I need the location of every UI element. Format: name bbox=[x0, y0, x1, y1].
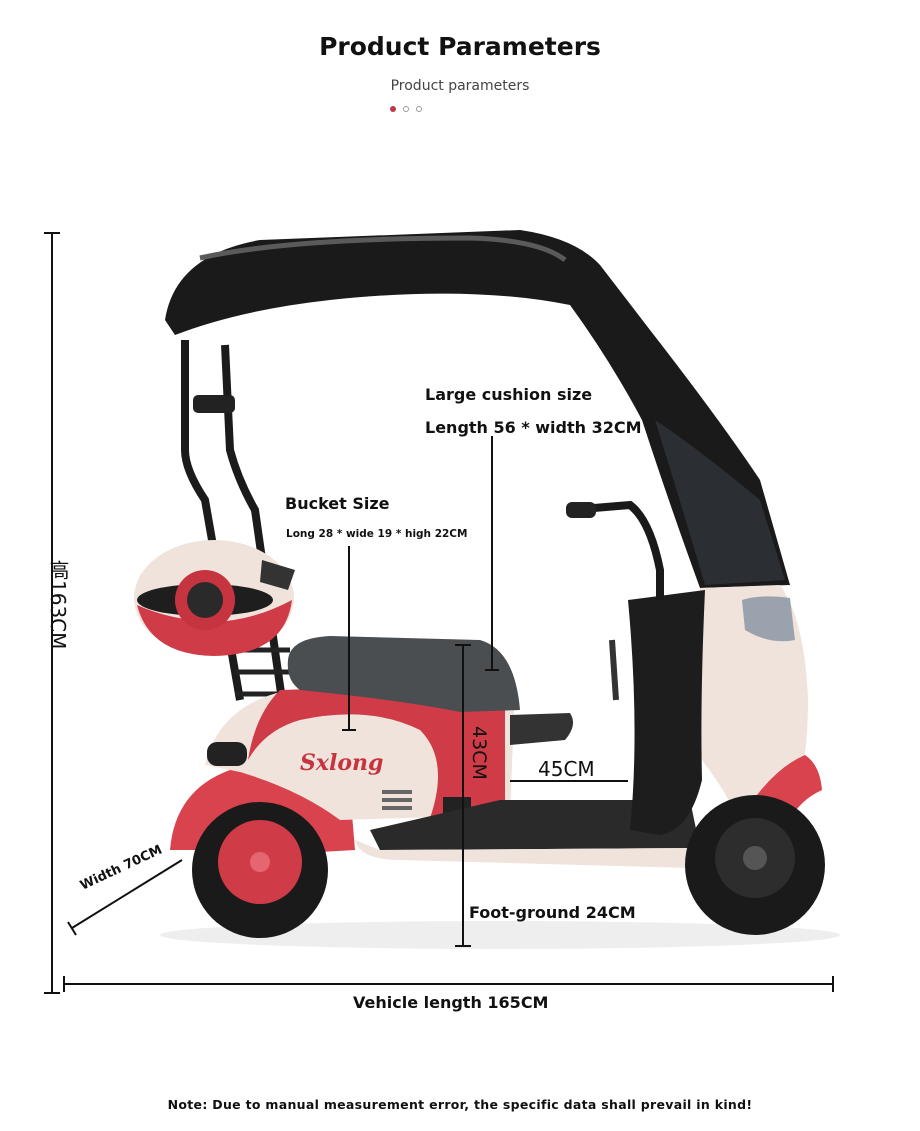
pagination-dots bbox=[388, 106, 428, 116]
height-dimension bbox=[44, 232, 60, 994]
rear-frame-inner bbox=[221, 344, 286, 701]
cushion-leader bbox=[485, 436, 499, 671]
length-dimension bbox=[63, 976, 834, 992]
rear-frame bbox=[181, 340, 244, 701]
frame-pad bbox=[193, 395, 235, 413]
canopy-roof bbox=[165, 230, 790, 588]
floorboard bbox=[370, 800, 700, 850]
handle-grip bbox=[566, 502, 596, 518]
dot-active bbox=[390, 106, 396, 112]
front-hub bbox=[743, 846, 767, 870]
tail-light bbox=[207, 742, 247, 766]
headlight bbox=[742, 596, 795, 642]
front-leg-shield bbox=[628, 590, 705, 835]
width-dimension bbox=[67, 859, 183, 936]
vent bbox=[382, 790, 412, 794]
seat bbox=[287, 636, 520, 712]
bucket-leader bbox=[342, 546, 356, 731]
canopy-highlight bbox=[199, 235, 567, 263]
keychain bbox=[609, 639, 619, 701]
bucket-emblem-inner bbox=[187, 582, 223, 618]
measurement-note: Note: Due to manual measurement error, t… bbox=[167, 1097, 753, 1112]
floor-trim bbox=[355, 840, 700, 868]
seat-back bbox=[510, 713, 574, 745]
seat-height-dimension bbox=[455, 644, 471, 947]
rear-hub bbox=[250, 852, 270, 872]
page-subtitle: Product parameters bbox=[390, 78, 530, 94]
seat-height-label: 43CM bbox=[468, 726, 490, 780]
bucket-size: Long 28 * wide 19 * high 22CM bbox=[286, 528, 468, 540]
height-label: 高163CM bbox=[46, 560, 70, 650]
ground-shadow bbox=[160, 921, 840, 949]
page-title: Product Parameters bbox=[319, 32, 601, 61]
dot bbox=[403, 106, 409, 112]
cushion-title: Large cushion size bbox=[425, 385, 593, 404]
brand-logo: Sxlong bbox=[300, 750, 383, 776]
vent bbox=[382, 798, 412, 802]
rear-body-red bbox=[248, 685, 505, 818]
cushion-size: Length 56 * width 32CM bbox=[425, 418, 642, 437]
windshield bbox=[655, 420, 785, 585]
bucket-lid-edge bbox=[260, 560, 295, 590]
seat-to-pedal-label: 45CM bbox=[538, 757, 595, 781]
vehicle-length-label: Vehicle length 165CM bbox=[353, 993, 549, 1012]
vent bbox=[382, 806, 412, 810]
bucket-title: Bucket Size bbox=[285, 494, 390, 513]
front-body bbox=[695, 585, 808, 822]
handlebar bbox=[569, 500, 664, 600]
dot bbox=[416, 106, 422, 112]
foot-ground-label: Foot-ground 24CM bbox=[469, 903, 636, 922]
